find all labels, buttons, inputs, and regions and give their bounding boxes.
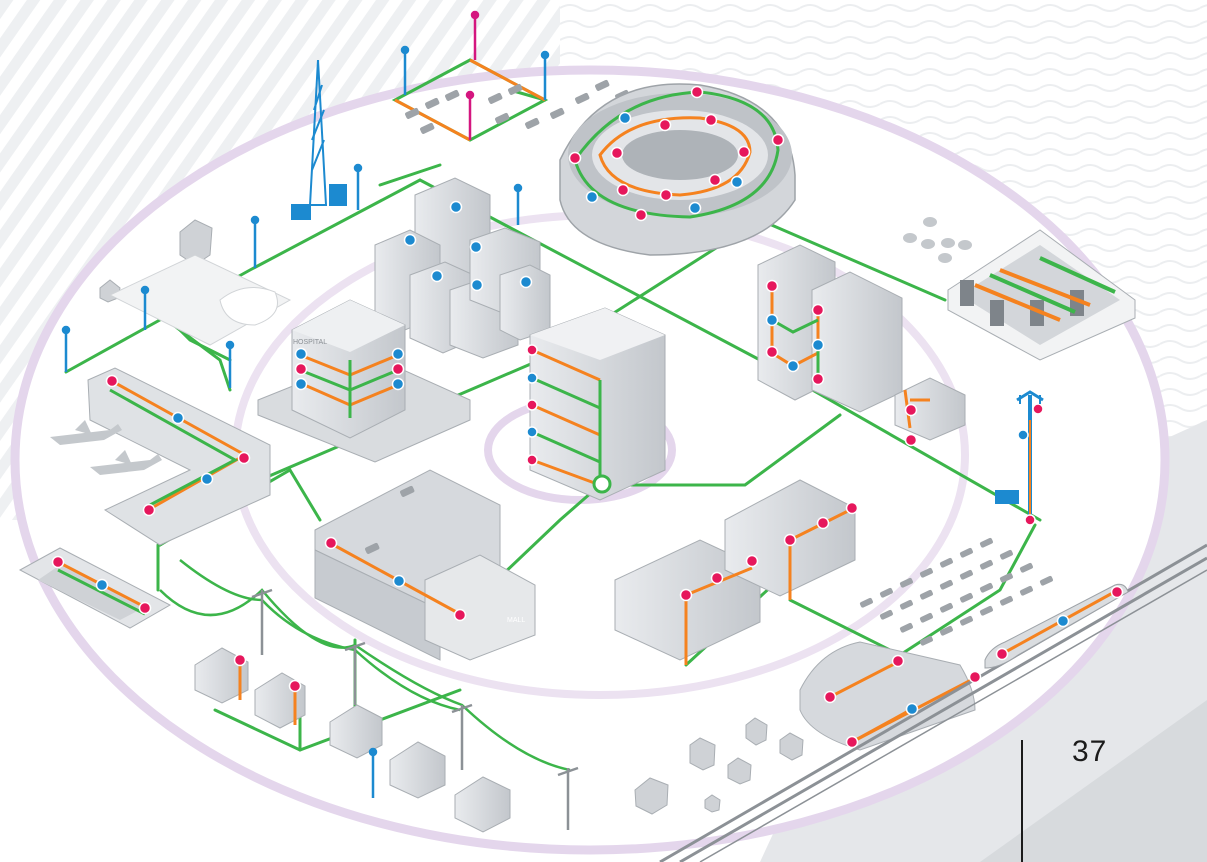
central-office-tower <box>529 307 666 501</box>
cell-tower-icon <box>1019 395 1041 404</box>
data-center <box>903 217 1136 361</box>
wifi-access-point-icon <box>61 45 550 798</box>
tree-icon <box>99 219 804 815</box>
airplane-icon <box>50 420 162 475</box>
network-nodes <box>51 85 1124 749</box>
residential-house <box>894 377 966 441</box>
wifi-access-point-icons <box>61 10 550 798</box>
mall-sign: MALL <box>507 617 525 624</box>
park <box>108 254 292 346</box>
parking-field <box>859 537 1053 646</box>
satellite-dish-icon <box>903 217 972 263</box>
wifi-access-point-icon <box>465 10 480 140</box>
page-number: 37 <box>1072 735 1108 768</box>
rail-depot <box>799 641 976 751</box>
hospital: HOSPITAL <box>257 299 471 463</box>
office-towers <box>374 177 551 359</box>
hospital-sign: HOSPITAL <box>293 339 327 346</box>
utility-pole-icon <box>251 588 579 830</box>
car-icon <box>365 485 415 554</box>
small-cell-tower <box>995 390 1044 520</box>
radio-tower <box>291 59 347 220</box>
airport-terminal <box>50 367 271 546</box>
page-divider <box>1021 740 1023 862</box>
